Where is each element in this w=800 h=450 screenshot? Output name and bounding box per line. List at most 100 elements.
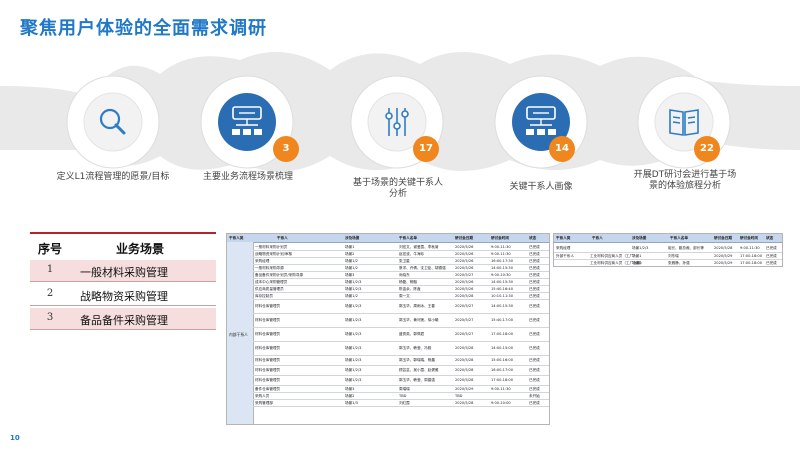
- col-header: 状态: [529, 236, 537, 240]
- spreadsheet-cell: 场景1: [632, 261, 642, 265]
- spreadsheet-cell: 已完成: [529, 252, 540, 256]
- group-column: 内部干系人: [227, 242, 254, 424]
- spreadsheet-cell: 已完成: [529, 318, 540, 322]
- spreadsheet-cell: 刘东瑞: [668, 254, 679, 258]
- spreadsheet-cell: 材料仓库管理员: [255, 304, 281, 308]
- col-header: 研讨会时间: [740, 236, 758, 240]
- spreadsheet-cell: 2020/5/29: [714, 254, 733, 258]
- spreadsheet-cell: 已完成: [529, 332, 540, 336]
- spreadsheet-cell: 一般材料采购寻源: [255, 266, 284, 270]
- spreadsheet-cell: 9:00-11:30: [491, 245, 511, 249]
- spreadsheet-cell: 9:00-11:30: [491, 387, 511, 391]
- spreadsheet-cell: 周一文: [399, 294, 410, 298]
- spreadsheet-cell: 赵宏波、牛海珍: [399, 252, 425, 256]
- spreadsheet-cell: 已完成: [529, 304, 540, 308]
- spreadsheet-cell: 郭玉华、周雨冰、王春: [399, 304, 435, 308]
- spreadsheet-cell: 已完成: [529, 259, 540, 263]
- spreadsheet-cell: 2020/5/29: [455, 387, 474, 391]
- spreadsheet-cell: 场景2: [345, 252, 355, 256]
- spreadsheet-cell: 已完成: [529, 368, 540, 372]
- spreadsheet-cell: 刘宏文、谢爱霞、李秋菊: [399, 245, 439, 249]
- spreadsheet-cell: 2020/5/28: [455, 346, 474, 350]
- spreadsheet-cell: 材料仓库管理员: [255, 346, 281, 350]
- spreadsheet-cell: 备品备件采购计划员/采购寻源: [255, 273, 303, 277]
- spreadsheet-cell: 备件仓库管理员: [255, 387, 281, 391]
- spreadsheet-cell: 2020/5/29: [714, 261, 733, 265]
- col-header: 干系人类: [556, 236, 571, 240]
- spreadsheet-cell: 场景3: [345, 273, 355, 277]
- row-scenario: 战略物资采购管理: [80, 290, 168, 303]
- spreadsheet-cell: 场景1: [632, 254, 642, 258]
- header-index: 序号: [38, 242, 63, 256]
- spreadsheet-cell: 场景1/2/3: [345, 318, 362, 322]
- spreadsheet-cell: 材料仓库管理员: [255, 368, 281, 372]
- spreadsheet-cell: 外部干系人: [556, 254, 574, 258]
- spreadsheet-cell: 材料仓库管理员: [255, 358, 281, 362]
- col-header: 涉及场景: [632, 236, 647, 240]
- spreadsheet-cell: 15:00-16:00: [491, 358, 514, 362]
- scenario-row: 1 一般材料采购管理: [30, 260, 216, 282]
- spreadsheet-cell: 17:00-18:00: [740, 254, 763, 258]
- col-header: 研讨会时间: [491, 236, 509, 240]
- spreadsheet-cell: 工业材料供应商人员（工厂）: [590, 254, 637, 258]
- col-header: 干系人名单: [399, 236, 417, 240]
- spreadsheet-cell: 14:00-15:00: [491, 346, 514, 350]
- step-2-count-badge: 3: [273, 136, 299, 162]
- spreadsheet-cell: 场景1/2: [345, 294, 358, 298]
- spreadsheet-cell: 一般材料采购计划员: [255, 245, 288, 249]
- magnifier-icon: [83, 92, 143, 152]
- scenario-row: 2 战略物资采购管理: [30, 284, 216, 306]
- spreadsheet-cell: 2020/5/28: [455, 294, 474, 298]
- spreadsheet-cell: 16:00-17:30: [491, 259, 514, 263]
- scenario-row: 3 备品备件采购管理: [30, 308, 216, 330]
- step-5-count-badge: 22: [694, 136, 720, 162]
- spreadsheet-cell: 15:40-16:40: [491, 287, 514, 291]
- spreadsheet-cell: 已完成: [529, 287, 540, 291]
- spreadsheet-cell: 已完成: [529, 245, 540, 249]
- spreadsheet-cell: 2020/5/27: [455, 273, 474, 277]
- spreadsheet-cell: 2020/5/26: [455, 266, 474, 270]
- spreadsheet-cell: 17:00-18:00: [491, 332, 514, 336]
- spreadsheet-cell: 场景1/2/3: [345, 368, 362, 372]
- step-2-label: 主要业务流程场景梳理: [202, 172, 293, 182]
- page-number: 10: [10, 434, 20, 442]
- spreadsheet-cell: 场景1/2: [345, 266, 358, 270]
- spreadsheet-cell: 9:00-10:30: [491, 273, 511, 277]
- step-1-label: 定义L1流程管理的愿景/目标: [56, 172, 170, 182]
- spreadsheet-cell: 郭玉华、黄河莲、徐小曦: [399, 318, 439, 322]
- row-scenario: 备品备件采购管理: [80, 314, 168, 327]
- scenario-table: 序号 业务场景 1 一般材料采购管理 2 战略物资采购管理 3 备品备件采购管理: [30, 232, 216, 332]
- row-scenario: 一般材料采购管理: [80, 266, 168, 279]
- spreadsheet-cell: 未开始: [529, 394, 540, 398]
- spreadsheet-header: 干系人类 干系人 涉及场景 干系人名单 研讨会日期 研讨会时间 状态: [227, 234, 549, 243]
- row-index: 2: [46, 288, 54, 299]
- spreadsheet-cell: 2020/5/28: [455, 378, 474, 382]
- spreadsheet-cell: 场景1/2/3: [345, 346, 362, 350]
- spreadsheet-cell: 场景1/2/3: [632, 245, 649, 250]
- spreadsheet-cell: 14:00-15:30: [491, 266, 514, 270]
- spreadsheet-cell: 已完成: [529, 294, 540, 298]
- step-3-count-badge: 17: [413, 136, 439, 162]
- spreadsheet-cell: 周瑞瑞: [399, 387, 410, 391]
- spreadsheet-cell: 工业材料供应商人员（工厂运输）: [590, 261, 644, 265]
- spreadsheet-cell: 已完成: [766, 245, 777, 250]
- spreadsheet-cell: 张卫星: [399, 259, 410, 263]
- spreadsheet-cell: 场景1/2/3: [345, 304, 362, 308]
